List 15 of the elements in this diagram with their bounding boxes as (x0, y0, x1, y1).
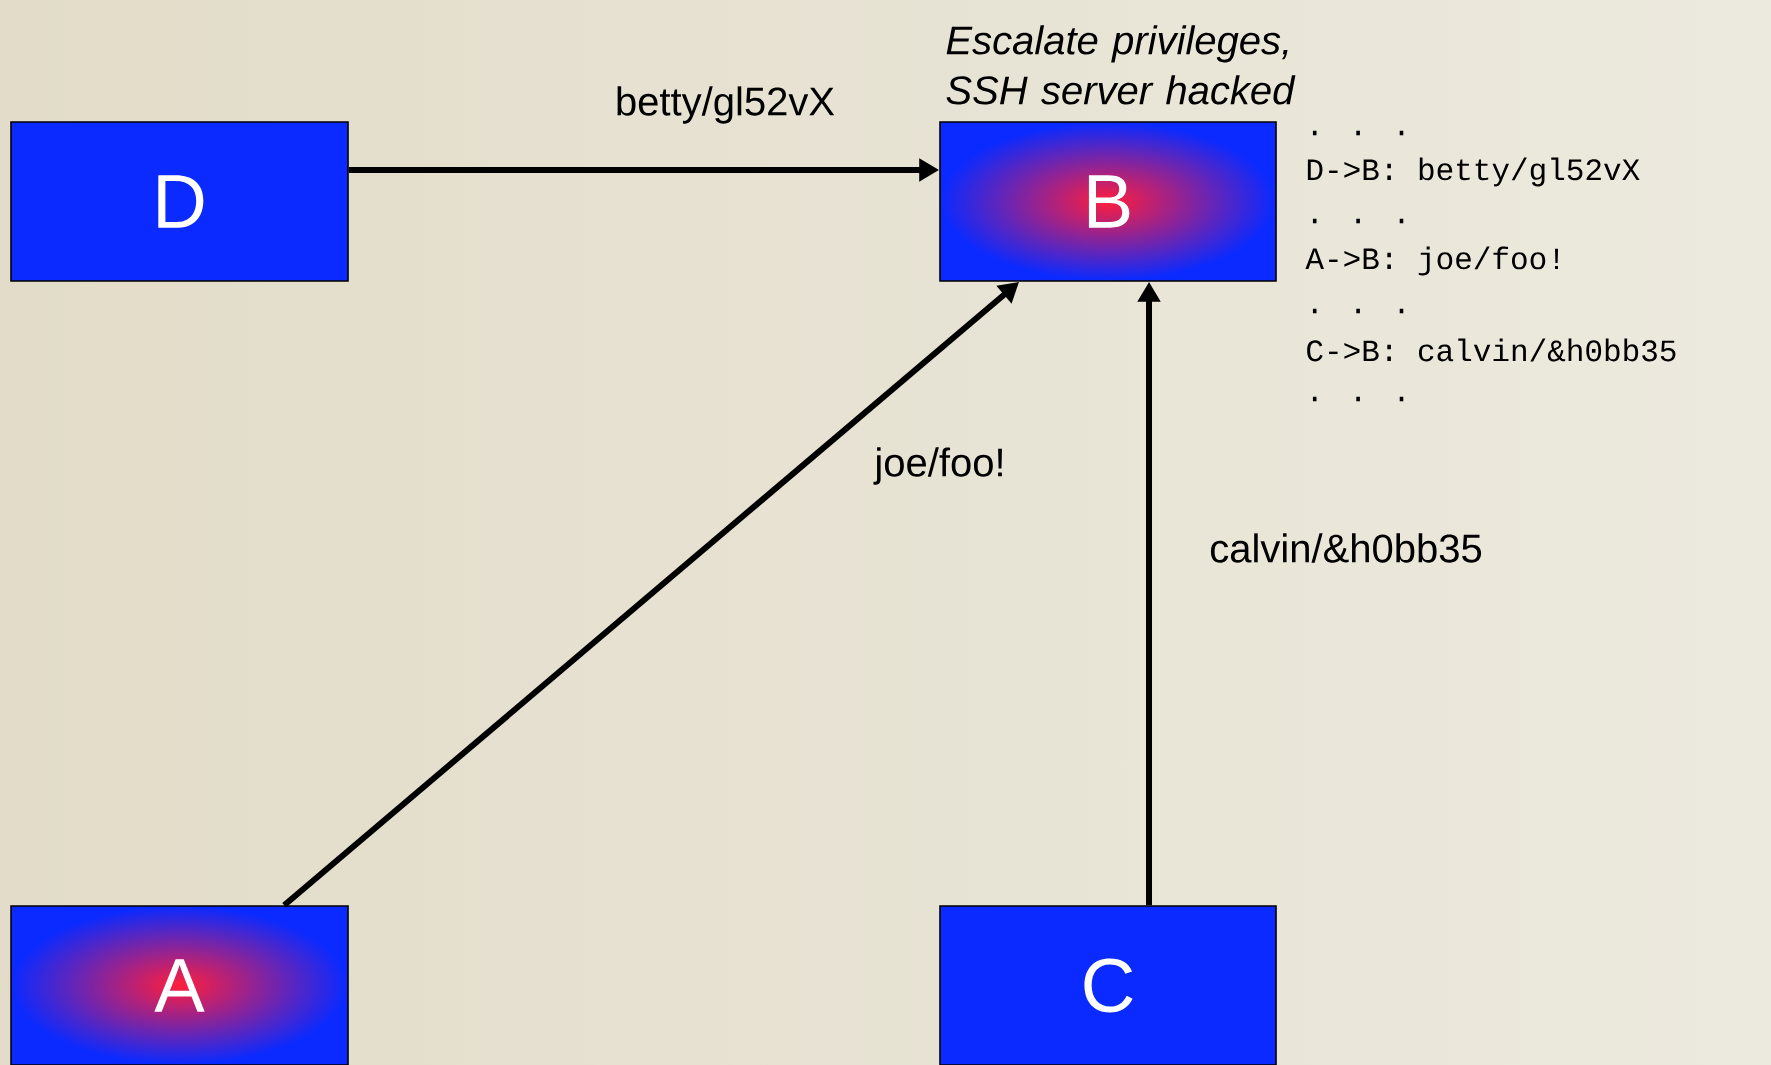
log-line: . . . (1312, 218, 1404, 224)
log-line: D->B: betty/gl52vX (1307, 157, 1640, 187)
edge-label: betty/gl52vX (617, 86, 835, 124)
edge-label: calvin/&h0bb35 (1210, 533, 1482, 563)
computer-box: A (10, 905, 349, 1065)
computer-box: C (939, 905, 1277, 1065)
log-line: . . . (1312, 308, 1404, 314)
log-line: A->B: joe/foo! (1305, 246, 1558, 276)
caption-text: Escalate privileges, SSH server hacked (946, 25, 1296, 105)
computer-box: B (939, 121, 1277, 282)
log-line: . . . (1312, 396, 1404, 402)
log-line: . . . (1312, 130, 1404, 136)
computer-box: D (10, 121, 349, 282)
edge-label: joe/foo! (873, 447, 1002, 485)
log-line: C->B: calvin/&h0bb35 (1307, 338, 1676, 362)
